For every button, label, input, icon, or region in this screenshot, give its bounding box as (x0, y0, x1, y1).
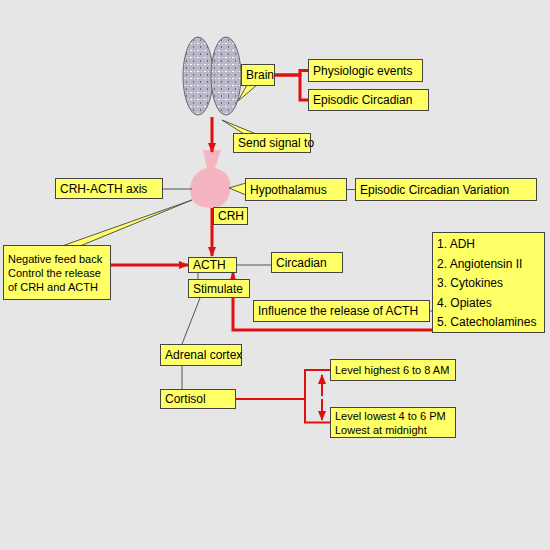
connector (182, 298, 200, 344)
connector (111, 264, 188, 267)
up-arrow (321, 375, 323, 396)
node-text: Negative feed back Control the release o… (8, 252, 106, 294)
list-box: 1. ADH2. Angiotensin II3. Cytokines4. Op… (432, 232, 545, 333)
down-arrow (321, 399, 323, 420)
node-text: 1. ADH (437, 235, 540, 255)
callout-box: Brain (241, 64, 275, 86)
node-text: Send signal to (238, 136, 306, 150)
label-box: Influence the release of ACTH (253, 300, 430, 322)
node-text: Brain (246, 68, 270, 82)
node-text: CRH (218, 209, 243, 223)
brain-lobe (211, 37, 241, 115)
node-text: ACTH (193, 258, 232, 272)
node-text: Physiologic events (313, 64, 418, 78)
connector (236, 399, 330, 423)
hormone-box: Cortisol (160, 389, 236, 409)
callout-tail (222, 120, 256, 134)
node-text: Level highest 6 to 8 AM (335, 363, 451, 377)
label-box: CRH-ACTH axis (55, 178, 163, 199)
label-box: Stimulate (188, 279, 250, 298)
leader-line (163, 189, 192, 190)
label-box: Episodic Circadian Variation (355, 178, 537, 201)
node-text: Level lowest 4 to 6 PM Lowest at midnigh… (335, 409, 451, 437)
connector (182, 366, 183, 389)
node-text: Episodic Circadian (313, 93, 424, 107)
node-text: 4. Opiates (437, 294, 540, 314)
node-text: Cortisol (165, 392, 231, 406)
organ-box: Adrenal cortex (160, 344, 242, 366)
node-text: 3. Cytokines (437, 274, 540, 294)
callout-box: Circadian (271, 252, 343, 273)
connector (275, 75, 308, 100)
node-text: Adrenal cortex (165, 348, 237, 362)
callout-tail (229, 183, 246, 195)
label-box: CRH (213, 207, 248, 225)
node-text: 2. Angiotensin II (437, 255, 540, 275)
node-text: Hypothalamus (250, 183, 342, 197)
node-text: 5. Catecholamines (437, 313, 540, 333)
node-text: Circadian (276, 256, 338, 270)
node-text: Influence the release of ACTH (258, 304, 425, 318)
connector (347, 189, 355, 190)
callout-box: Send signal to (233, 133, 311, 153)
callout-tail (62, 200, 192, 246)
label-box: Episodic Circadian (308, 89, 429, 111)
label-box: Physiologic events (308, 59, 423, 82)
node-text: Stimulate (193, 282, 245, 296)
callout-tail (238, 85, 257, 101)
connector (233, 273, 432, 330)
callout-box: Hypothalamus (245, 178, 347, 201)
brain-lobe (183, 37, 213, 115)
hormone-box: ACTH (188, 257, 237, 273)
connector (236, 370, 330, 399)
node-text: Episodic Circadian Variation (360, 183, 532, 197)
signal-arrow (211, 117, 214, 152)
connector (237, 265, 271, 266)
pituitary-gland (190, 150, 230, 208)
callout-box: Negative feed back Control the release o… (3, 245, 111, 300)
level-box: Level highest 6 to 8 AM (330, 359, 456, 381)
level-box: Level lowest 4 to 6 PM Lowest at midnigh… (330, 407, 456, 438)
node-text: CRH-ACTH axis (60, 182, 158, 196)
